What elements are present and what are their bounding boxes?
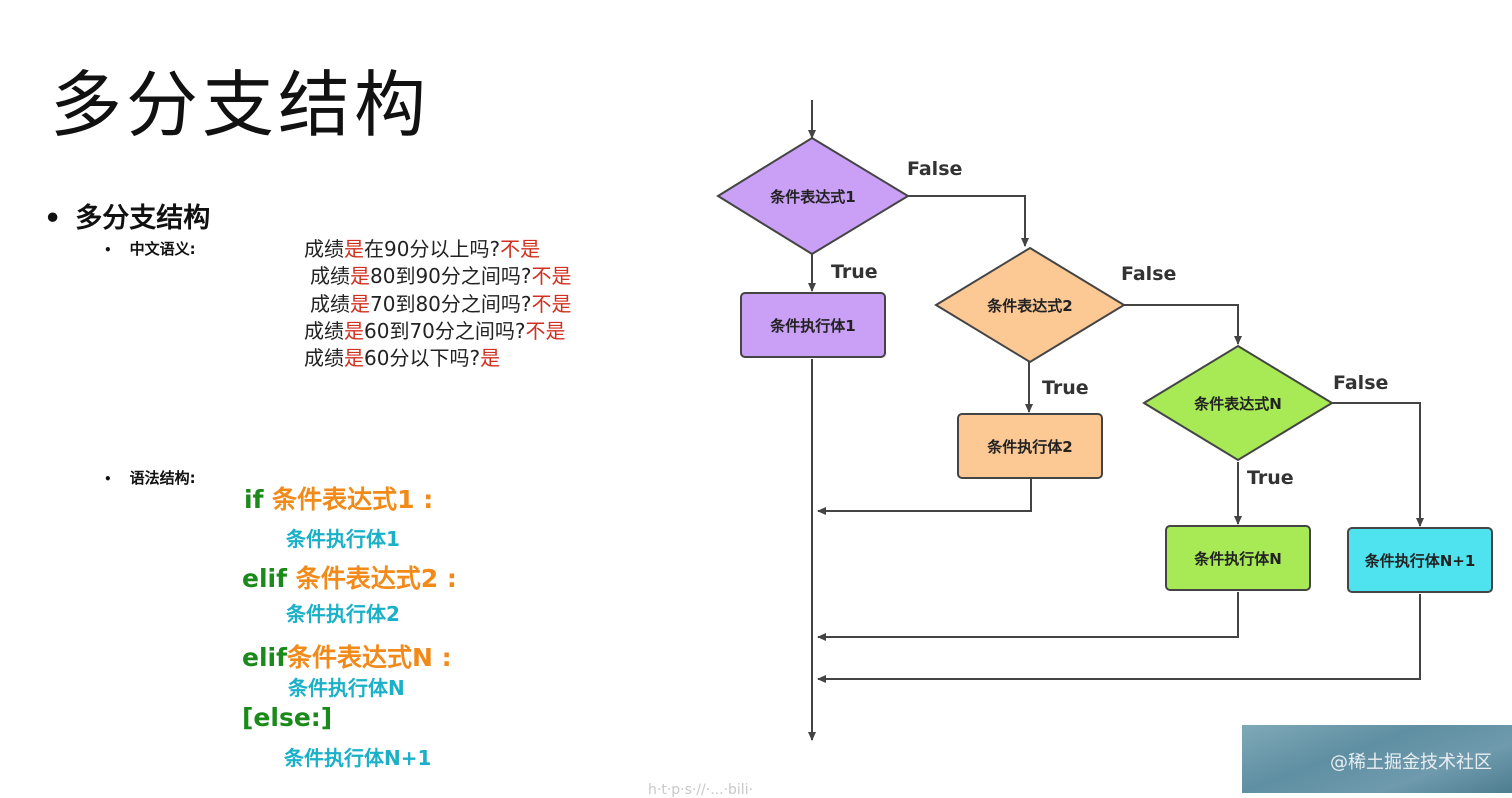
body-1-label: 条件执行体1: [769, 317, 855, 335]
main-bullet: •多分支结构: [44, 203, 211, 234]
condition-1-label: 条件表达式1: [769, 188, 855, 206]
arrow-condN-false: [1332, 402, 1424, 527]
meaning-line-1: 成绩是在90分以上吗?不是: [304, 237, 541, 261]
body-n-box: [1165, 525, 1311, 591]
condition-n-diamond: [1142, 344, 1334, 462]
body-n-label: 条件执行体N: [1193, 550, 1282, 568]
watermark-background: [1242, 725, 1512, 793]
condition-1-diamond: [716, 136, 910, 256]
return-bodyN1: [817, 594, 1421, 683]
watermark-text: @稀土掘金技术社区: [1330, 752, 1492, 773]
body-1-box: [740, 292, 886, 358]
meaning-bullet: •中文语义:: [104, 240, 196, 258]
body-2-label: 条件执行体2: [986, 438, 1072, 456]
return-bodyN: [817, 592, 1239, 641]
true-label-n: True: [1247, 467, 1294, 489]
faint-url-text: h·t·p·s·//·...·bili·: [648, 782, 754, 798]
code-body-1: 条件执行体1: [286, 527, 400, 551]
code-body-2: 条件执行体2: [286, 602, 400, 626]
arrow-cond1-false: [908, 195, 1029, 247]
condition-n-label: 条件表达式N: [1193, 395, 1282, 413]
arrow-cond2-false: [1124, 304, 1242, 345]
true-label-1: True: [831, 261, 878, 283]
code-body-n: 条件执行体N: [288, 676, 405, 700]
code-elif-line-1: elif 条件表达式2 :: [242, 564, 457, 593]
false-label-n: False: [1333, 372, 1388, 394]
code-if-line: if 条件表达式1 :: [244, 485, 434, 514]
meaning-label: 中文语义:: [129, 240, 196, 258]
true-label-2: True: [1042, 377, 1089, 399]
syntax-label: 语法结构:: [129, 469, 196, 487]
false-label-2: False: [1121, 263, 1176, 285]
meaning-line-4: 成绩是60到70分之间吗?不是: [304, 319, 566, 343]
meaning-line-3: 成绩是70到80分之间吗?不是: [310, 292, 572, 316]
main-bullet-text: 多分支结构: [75, 203, 211, 234]
body-2-box: [957, 413, 1103, 479]
code-else-line: [else:]: [242, 703, 333, 732]
meaning-line-5: 成绩是60分以下吗?是: [304, 346, 501, 370]
code-elif-line-2: elif条件表达式N :: [242, 643, 452, 672]
condition-2-label: 条件表达式2: [986, 297, 1072, 315]
page-title: 多分支结构: [50, 63, 431, 147]
false-label-1: False: [907, 158, 962, 180]
return-body2: [817, 479, 1032, 515]
meaning-line-2: 成绩是80到90分之间吗?不是: [310, 264, 572, 288]
syntax-bullet: •语法结构:: [104, 469, 196, 487]
condition-2-diamond: [934, 246, 1126, 364]
body-n1-label: 条件执行体N+1: [1364, 552, 1476, 570]
code-body-n1: 条件执行体N+1: [284, 746, 432, 770]
body-n1-box: [1347, 527, 1493, 593]
